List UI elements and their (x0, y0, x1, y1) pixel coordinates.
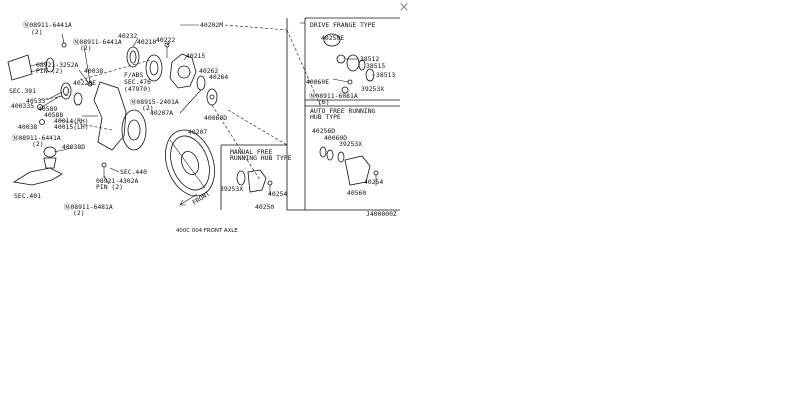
part-label: PIN (2) (96, 183, 123, 191)
part-label: 40256D (312, 127, 335, 135)
part-label: 39253X (339, 140, 362, 148)
part-label: Ⓝ08915-2401A (130, 98, 179, 106)
part-label: 08921-3252A (36, 61, 78, 69)
diagram-frames (220, 17, 400, 211)
part-label: 40207A (150, 109, 173, 117)
part-label: 40060D (204, 114, 227, 122)
part-label: 40262 (199, 67, 218, 75)
part-label: 40038 (84, 67, 103, 75)
part-label: (2) (32, 140, 44, 148)
part-label: 40210 (137, 38, 156, 46)
part-label: 40202M (200, 21, 223, 29)
section-title: MANUAL FREE (230, 148, 272, 156)
part-label: SEC.401 (14, 192, 41, 200)
brake-rotor-drawing (165, 129, 215, 197)
part-label: Ⓝ08911-6441A (23, 21, 72, 29)
part-label: 40589 (38, 105, 57, 113)
part-label: 40250E (321, 34, 344, 42)
part-label: 40250 (255, 203, 274, 211)
part-label: SEC.391 (9, 87, 36, 95)
part-label: 40264 (209, 73, 228, 81)
part-label: (2) (80, 44, 92, 52)
part-label: SEC.476 (124, 78, 151, 86)
part-label: 40015(LH) (54, 123, 89, 131)
section-title: RUNNING HUB TYPE (230, 154, 292, 162)
part-label: 40533 (26, 97, 45, 105)
part-label: 40222 (156, 36, 175, 44)
section-title: AUTO FREE RUNNING (310, 107, 376, 115)
part-label: 38513 (376, 71, 395, 79)
part-label: 40560 (347, 189, 366, 197)
part-label: Ⓝ08911-6081A (309, 92, 358, 100)
section-title: DRIVE FRANGE TYPE (310, 21, 376, 29)
part-label: SEC.440 (120, 168, 147, 176)
part-label: Ⓝ08911-6441A (12, 134, 61, 142)
part-label: 40038D (62, 143, 85, 151)
part-labels: Ⓝ08911-6441A (2) 40232 40222 40202M Ⓝ089… (9, 21, 397, 234)
diagram-code: J400000Z (366, 210, 397, 218)
front-label: FRONT (191, 190, 212, 207)
close-button[interactable]: × (398, 0, 410, 15)
part-label: 40215 (186, 52, 205, 60)
axle-shaft-drawing (7, 42, 93, 125)
part-label: F/ABS (124, 71, 143, 79)
part-label: 08921-4302A (96, 177, 138, 185)
part-label: 40254 (268, 190, 287, 198)
part-label: 40588 (44, 111, 63, 119)
part-label: (2) (31, 28, 43, 36)
manual-hub-drawing (236, 169, 273, 194)
lower-arm-drawing (12, 146, 63, 186)
auto-hub-drawing (319, 146, 379, 186)
part-label: 40038 (18, 123, 37, 131)
part-label: 39253X (361, 85, 384, 93)
part-label: 40060D (324, 134, 347, 142)
knuckle-drawing (93, 81, 147, 178)
section-title: HUB TYPE (310, 113, 341, 121)
part-label: PIN (2) (36, 67, 63, 75)
dashed-leaders (39, 24, 321, 181)
part-label: (2) (73, 209, 85, 217)
part-label: 400335 (11, 102, 34, 110)
part-label: 40207 (188, 128, 207, 136)
part-label: 40254 (364, 178, 383, 186)
drive-flange-drawing (323, 33, 375, 94)
part-label: (2) (142, 104, 154, 112)
label-leaders (41, 22, 374, 185)
part-label: (6) (318, 98, 330, 106)
part-label: Ⓝ08911-6441A (73, 38, 122, 46)
part-label: 40060E (306, 78, 329, 86)
part-label: 40014(RH) (54, 117, 89, 125)
part-label: (47970) (124, 85, 151, 93)
part-label: 39253X (220, 185, 243, 193)
part-label: 40228E (73, 79, 96, 87)
part-label: 38512 (360, 55, 379, 63)
part-label: Ⓝ08911-6481A (64, 203, 113, 211)
front-arrow (179, 193, 198, 206)
diagram-caption: 400C 004 FRONT AXLE (176, 228, 238, 234)
part-label: 40232 (118, 32, 137, 40)
part-label: 38515 (366, 62, 385, 70)
